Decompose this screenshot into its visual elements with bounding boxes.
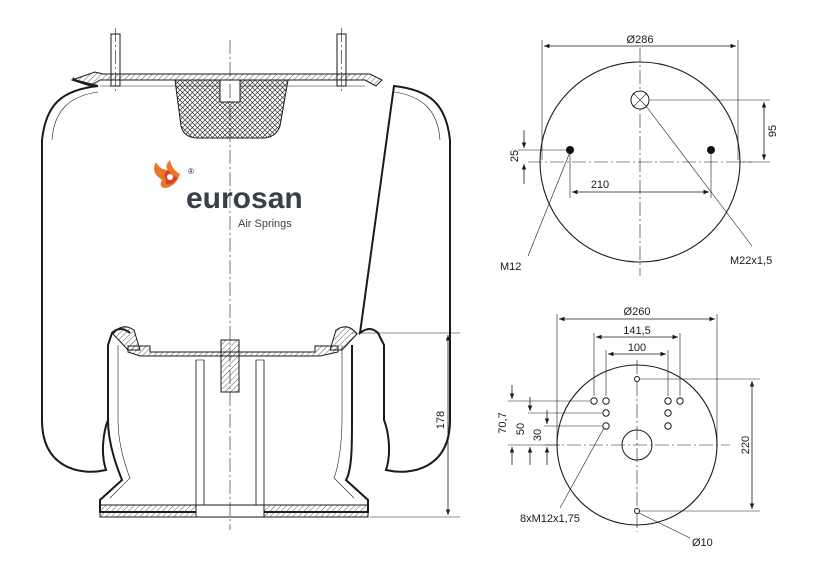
piston: [99, 326, 369, 518]
stud-hole-right: [707, 146, 715, 154]
thread-callout: 8xM12x1,75: [520, 513, 580, 525]
height-label: 178: [435, 411, 447, 429]
rubber-bellow: [41, 84, 451, 473]
spacing-inner-label: 100: [628, 342, 646, 354]
stud-offset-label: 25: [509, 150, 521, 162]
bump-stop: [174, 79, 289, 139]
air-fitting-hole: [630, 90, 650, 110]
locating-hole-bottom: [634, 508, 640, 514]
top-plate-view: Ø286 95 25 210 M12 M22x1,5: [500, 34, 779, 276]
hole-callout: Ø10: [692, 537, 713, 549]
height-dimension: 178: [352, 332, 460, 518]
top-offset-label: 95: [767, 125, 779, 137]
threaded-holes: [590, 397, 684, 430]
stud-callout: M12: [500, 261, 521, 273]
spacing-outer-label: 141,5: [623, 325, 651, 337]
brand-logo: ® eurosan Air Springs: [154, 160, 303, 230]
top-diameter-label: Ø286: [627, 34, 654, 46]
air-fitting-callout: M22x1,5: [730, 255, 772, 267]
vertical-label-70-7: 70,7: [497, 412, 509, 433]
vertical-label-50: 50: [515, 423, 527, 435]
bottom-diameter-label: Ø260: [624, 306, 651, 318]
registered-mark: ®: [188, 167, 194, 176]
locating-hole-top: [634, 376, 640, 382]
flame-icon: [154, 160, 180, 188]
bottom-plate-view: Ø260 141,5 100 70,7 50 30 220 8xM12x1,75: [497, 306, 760, 549]
vertical-label-30: 30: [532, 429, 544, 441]
brand-subtitle: Air Springs: [238, 218, 292, 230]
brand-name: eurosan: [186, 182, 303, 215]
side-section-view: 178: [41, 28, 460, 530]
bottom-height-label: 220: [740, 436, 752, 454]
stud-hole-left: [566, 146, 574, 154]
stud-spacing-label: 210: [591, 179, 609, 191]
